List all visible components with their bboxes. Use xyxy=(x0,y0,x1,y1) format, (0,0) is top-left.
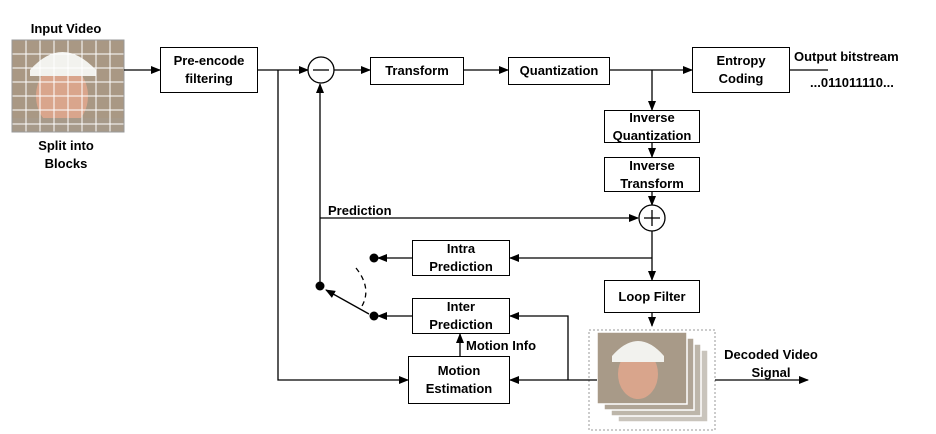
quantization-label: Quantization xyxy=(519,63,599,78)
arrow-to-motion-from-input xyxy=(277,70,409,384)
decoded-frames-image xyxy=(588,329,716,431)
inverse-transform-block: Inverse Transform xyxy=(604,157,700,192)
bitstream-bits-label: ...011011110... xyxy=(810,75,894,90)
intra-prediction-block: Intra Prediction xyxy=(412,240,510,276)
pre-encode-label: Pre-encode filtering xyxy=(173,53,245,86)
decoded-video-signal-label: Decoded Video Signal xyxy=(724,347,818,380)
switch-pivot xyxy=(315,281,325,291)
prediction-label: Prediction xyxy=(328,203,392,218)
inter-label: Inter Prediction xyxy=(429,299,493,332)
output-bitstream-label: Output bitstream xyxy=(794,49,899,64)
motion-info-label: Motion Info xyxy=(466,338,537,353)
subtractor-node xyxy=(307,56,335,84)
entropy-label: Entropy Coding xyxy=(716,53,766,86)
switch-arc xyxy=(355,267,367,307)
split-into-blocks-label: Split into Blocks xyxy=(38,138,94,171)
inv-transform-label: Inverse Transform xyxy=(620,157,684,191)
entropy-coding-block: Entropy Coding xyxy=(692,47,790,93)
input-video-label: Input Video xyxy=(30,21,102,36)
switch-contact-inter xyxy=(369,311,379,321)
inter-prediction-block: Inter Prediction xyxy=(412,298,510,334)
loop-filter-block: Loop Filter xyxy=(604,280,700,313)
inv-quant-label: Inverse Quantization xyxy=(612,109,692,143)
inverse-quantization-block: Inverse Quantization xyxy=(604,110,700,143)
arrow-to-inter xyxy=(509,312,569,380)
switch-arm xyxy=(325,289,370,315)
quantization-block: Quantization xyxy=(508,57,610,85)
transform-block: Transform xyxy=(370,57,464,85)
transform-label: Transform xyxy=(385,63,449,78)
adder-node xyxy=(638,204,666,232)
pre-encode-filtering-block: Pre-encode filtering xyxy=(160,47,258,93)
loop-filter-label: Loop Filter xyxy=(618,288,686,304)
intra-label: Intra Prediction xyxy=(429,241,493,274)
input-frame-image xyxy=(11,39,125,133)
motion-estimation-block: Motion Estimation xyxy=(408,356,510,404)
motion-est-label: Motion Estimation xyxy=(425,363,493,396)
switch-contact-intra xyxy=(369,253,379,263)
